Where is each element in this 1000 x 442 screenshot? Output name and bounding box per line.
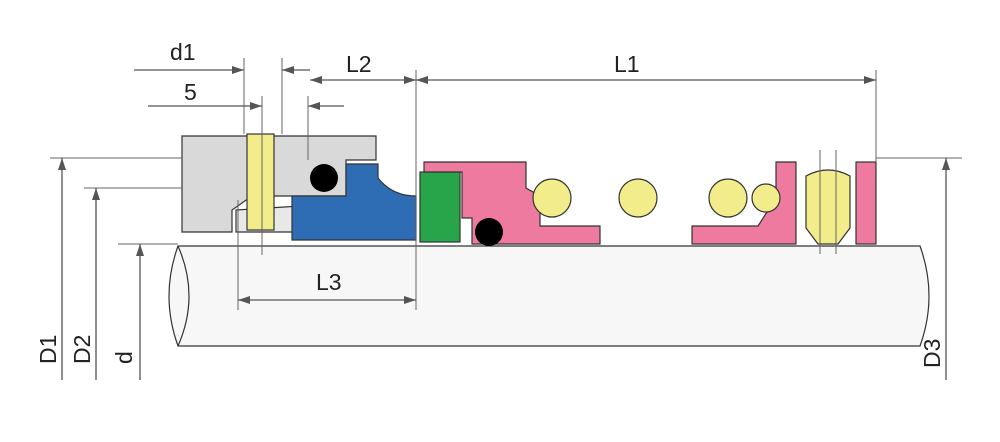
shaft [168,245,930,347]
pink-end-plate [855,161,877,245]
label-5: 5 [184,79,197,105]
label-d: d [111,351,137,364]
label-l1: L1 [614,51,640,77]
set-screw-yellow [805,169,851,245]
label-d1: d1 [170,39,196,65]
retainer-o-ring [475,218,503,246]
shaft-end-curve [177,245,190,347]
green-ring [419,171,461,243]
spring-coil [751,183,781,213]
spring-coil [532,178,572,218]
seat-pin-yellow [246,133,275,231]
spring-coil [708,178,748,218]
label-l3: L3 [316,269,342,295]
pink-retainer-left [423,161,601,245]
spring-coil [618,178,658,218]
label-D3: D3 [919,339,945,368]
seat-o-ring [310,164,338,192]
label-l2: L2 [346,51,372,77]
label-D1: D1 [35,335,61,364]
label-D2: D2 [69,335,95,364]
